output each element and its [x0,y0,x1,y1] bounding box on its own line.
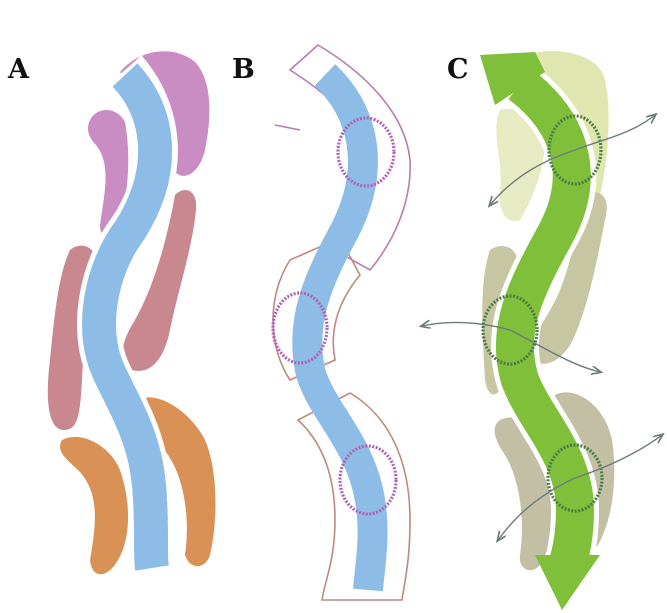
panel-b [273,45,410,600]
panel-a [48,51,216,574]
panel-c [422,51,662,610]
zone-orange-left [60,437,128,574]
flow-arrowhead-bottom [535,555,600,610]
corridor-connector-left [275,125,300,130]
